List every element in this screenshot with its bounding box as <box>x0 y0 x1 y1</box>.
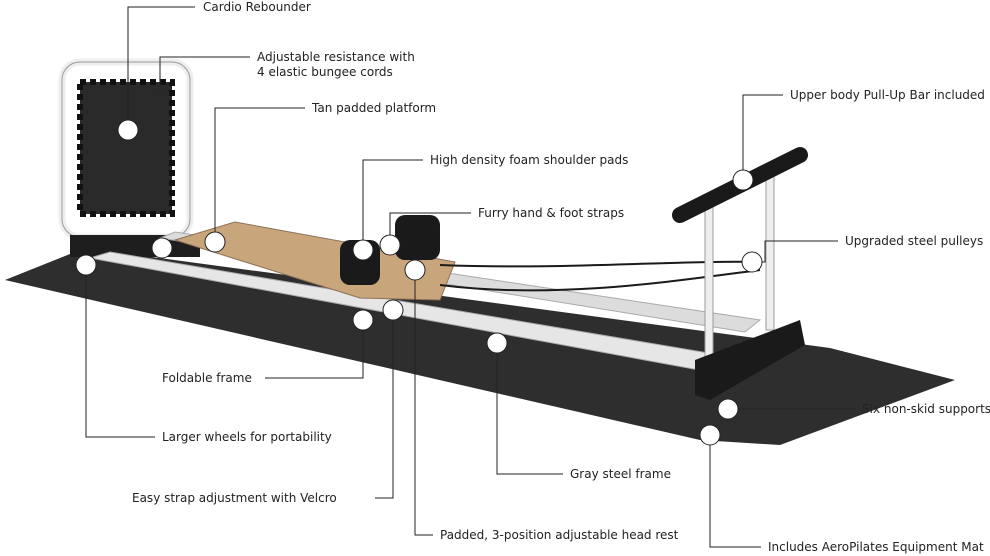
tan-platform <box>173 221 456 301</box>
cardio-rebounder <box>58 58 200 257</box>
label-tan-platform: Tan padded platform <box>312 101 437 115</box>
callout-lines <box>85 6 855 548</box>
label-resistance-1: Adjustable resistance with <box>257 50 415 64</box>
label-straps: Furry hand & foot straps <box>478 206 625 220</box>
label-resistance-2: 4 elastic bungee cords <box>257 65 393 79</box>
label-head-rest: Padded, 3-position adjustable head rest <box>440 528 679 542</box>
callout-markers <box>75 119 763 446</box>
label-supports: Six non-skid supports <box>862 402 990 416</box>
label-foldable-frame: Foldable frame <box>162 371 252 385</box>
label-wheels: Larger wheels for portability <box>162 430 332 444</box>
label-mat: Includes AeroPilates Equipment Mat <box>768 540 984 554</box>
label-pulleys: Upgraded steel pulleys <box>845 234 984 248</box>
label-velcro: Easy strap adjustment with Velcro <box>132 491 337 505</box>
label-shoulder-pads: High density foam shoulder pads <box>430 153 629 167</box>
label-pullup-bar: Upper body Pull-Up Bar included <box>790 88 985 102</box>
equipment-mat <box>5 248 955 445</box>
label-cardio-rebounder: Cardio Rebounder <box>203 0 311 14</box>
label-steel-frame: Gray steel frame <box>570 467 671 481</box>
